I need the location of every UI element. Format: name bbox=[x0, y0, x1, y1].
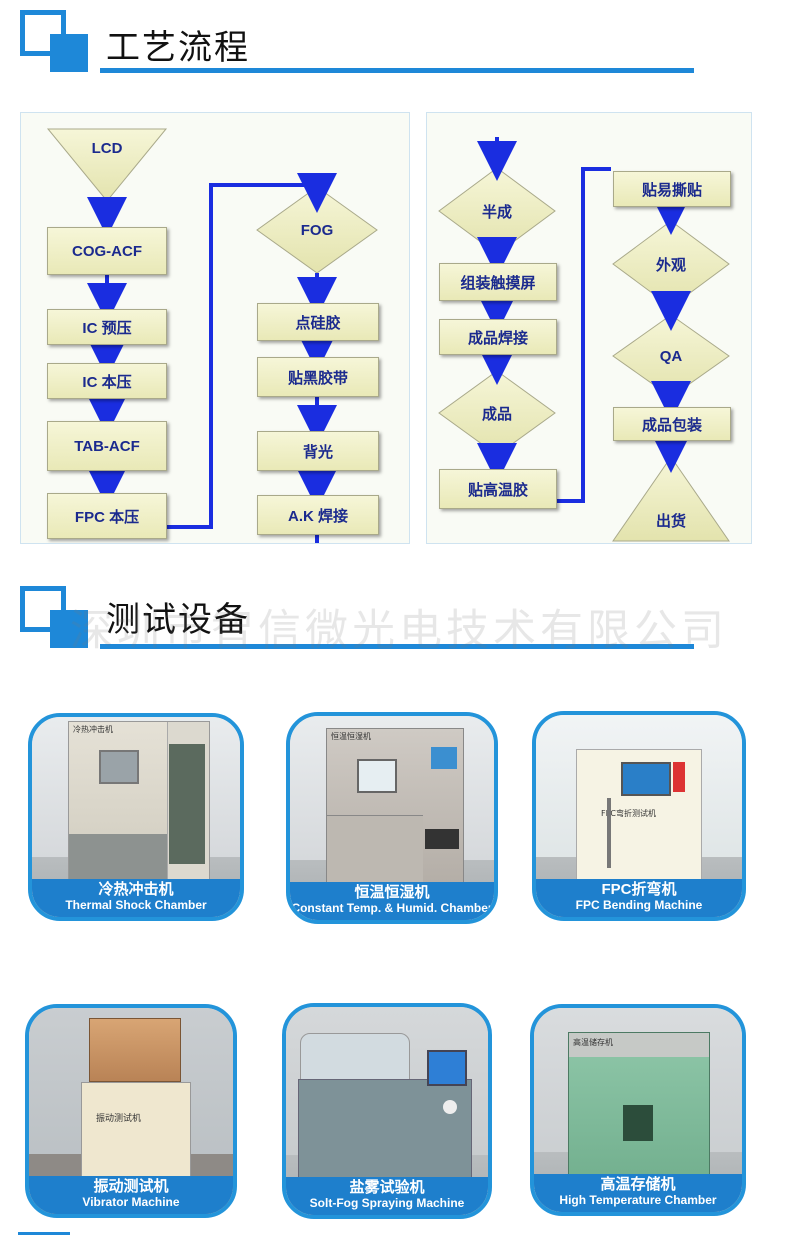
flow-panel-left: LCD COG-ACF IC 预压 IC 本压 TAB-ACF FPC 本压 F… bbox=[20, 112, 410, 544]
vibrator-box-image bbox=[89, 1018, 181, 1082]
flow-product: 成品 bbox=[481, 405, 512, 423]
header-underline bbox=[100, 68, 694, 73]
equipment-name-cn: 恒温恒湿机 bbox=[354, 884, 430, 901]
equipment-name-en: Thermal Shock Chamber bbox=[65, 898, 207, 912]
equipment-card-vibrator[interactable]: 振动测试机 振动测试机 Vibrator Machine bbox=[25, 1004, 237, 1218]
equipment-name-en: FPC Bending Machine bbox=[575, 898, 703, 912]
vibrator-machine-image: 振动测试机 bbox=[81, 1082, 191, 1184]
flow-black-tape: 贴黑胶带 bbox=[257, 357, 379, 397]
flow-backlight: 背光 bbox=[257, 431, 379, 471]
constant-temp-machine-image: 恒温恒湿机 bbox=[326, 728, 464, 890]
flow-silicone: 点硅胶 bbox=[257, 303, 379, 341]
flow-lcd: LCD bbox=[91, 139, 123, 157]
high-temp-machine-image: 高温储存机 bbox=[568, 1032, 710, 1180]
flow-appearance: 外观 bbox=[655, 256, 686, 274]
test-section-title: 测试设备 bbox=[106, 600, 250, 640]
salt-fog-machine-image bbox=[298, 1050, 472, 1181]
equipment-caption: 冷热冲击机 Thermal Shock Chamber bbox=[32, 879, 240, 917]
fpc-bending-machine-image: FPC弯折测试机 bbox=[576, 749, 702, 887]
equipment-caption: 盐雾试验机 Solt-Fog Spraying Machine bbox=[286, 1177, 488, 1215]
equipment-name-en: Vibrator Machine bbox=[82, 1195, 180, 1209]
equipment-name-cn: 振动测试机 bbox=[93, 1178, 169, 1195]
footer-accent-line bbox=[18, 1232, 70, 1235]
flow-cog-acf: COG-ACF bbox=[47, 227, 167, 275]
flow-ak-weld: A.K 焊接 bbox=[257, 495, 379, 535]
salt-fog-lid-image bbox=[300, 1033, 410, 1083]
equipment-card-constant-temp[interactable]: 恒温恒湿机 恒温恒湿机 Constant Temp. & Humid. Cham… bbox=[286, 712, 498, 924]
thermal-shock-machine-image: 冷热冲击机 bbox=[68, 721, 210, 887]
flow-fpc-press: FPC 本压 bbox=[47, 493, 167, 539]
flow-ic-prepress: IC 预压 bbox=[47, 309, 167, 345]
header-square-fill bbox=[50, 610, 88, 648]
flow-ic-press: IC 本压 bbox=[47, 363, 167, 399]
lcd-triangle bbox=[46, 128, 168, 202]
flow-touch: 组装触摸屏 bbox=[439, 263, 557, 301]
equipment-name-cn: 盐雾试验机 bbox=[349, 1179, 425, 1196]
equipment-name-cn: FPC折弯机 bbox=[601, 881, 677, 898]
header-square-outline bbox=[20, 10, 66, 56]
equipment-card-thermal-shock[interactable]: 冷热冲击机 冷热冲击机 Thermal Shock Chamber bbox=[28, 713, 244, 921]
company-watermark: 深圳市智信微光电技术有限公司 bbox=[70, 606, 728, 656]
equipment-name-en: Solt-Fog Spraying Machine bbox=[309, 1196, 465, 1210]
equipment-caption: 高温存储机 High Temperature Chamber bbox=[534, 1174, 742, 1212]
flow-qa: QA bbox=[659, 347, 683, 365]
header-square-fill bbox=[50, 34, 88, 72]
equipment-card-high-temp[interactable]: 高温储存机 高温存储机 High Temperature Chamber bbox=[530, 1004, 746, 1216]
process-section-title: 工艺流程 bbox=[106, 28, 250, 68]
equipment-name-cn: 高温存储机 bbox=[600, 1176, 676, 1193]
equipment-caption: 恒温恒湿机 Constant Temp. & Humid. Chamber bbox=[290, 882, 494, 920]
flow-product-weld: 成品焊接 bbox=[439, 319, 557, 355]
test-section-header: 测试设备 bbox=[20, 586, 700, 656]
header-underline bbox=[100, 644, 694, 649]
equipment-name-en: High Temperature Chamber bbox=[559, 1193, 717, 1207]
equipment-caption: FPC折弯机 FPC Bending Machine bbox=[536, 879, 742, 917]
equipment-card-fpc-bending[interactable]: FPC弯折测试机 FPC折弯机 FPC Bending Machine bbox=[532, 711, 746, 921]
equipment-card-salt-fog[interactable]: 盐雾试验机 Solt-Fog Spraying Machine bbox=[282, 1003, 492, 1219]
flow-easy-tear: 贴易撕贴 bbox=[613, 171, 731, 207]
equipment-name-en: Constant Temp. & Humid. Chamber bbox=[291, 901, 493, 915]
flow-packing: 成品包装 bbox=[613, 407, 731, 441]
flow-ship: 出货 bbox=[655, 512, 686, 530]
equipment-name-cn: 冷热冲击机 bbox=[98, 881, 174, 898]
flow-tab-acf: TAB-ACF bbox=[47, 421, 167, 471]
flow-panel-right: 半成 组装触摸屏 成品焊接 成品 贴高温胶 贴易撕贴 外观 QA 成品包装 出货 bbox=[426, 112, 752, 544]
process-section-header: 工艺流程 bbox=[20, 10, 700, 80]
equipment-caption: 振动测试机 Vibrator Machine bbox=[29, 1176, 233, 1214]
flow-connectors-right bbox=[438, 137, 730, 542]
flow-ht-tape: 贴高温胶 bbox=[439, 469, 557, 509]
flow-semi: 半成 bbox=[481, 203, 512, 221]
flow-connectors-left bbox=[46, 128, 378, 543]
ship-triangle bbox=[612, 456, 730, 542]
flow-fog: FOG bbox=[300, 221, 334, 239]
